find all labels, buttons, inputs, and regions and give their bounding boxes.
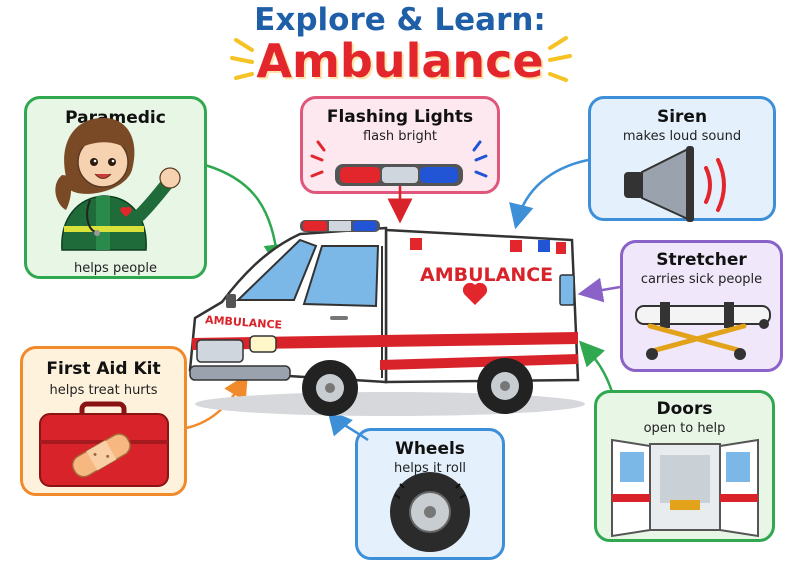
arrow-siren	[509, 158, 589, 230]
sparkle-left-icon	[230, 38, 254, 80]
open-doors-illustration	[611, 438, 759, 538]
arrow-paramedic	[204, 163, 289, 270]
card-wheels-caption: helps it roll	[393, 461, 467, 476]
card-first-aid-title: First Aid Kit	[46, 359, 161, 379]
sparkle-right-icon	[548, 36, 572, 82]
tire-illustration	[390, 472, 470, 552]
card-paramedic-caption: helps people	[73, 261, 158, 276]
arrow-stretcher	[577, 277, 621, 303]
card-lights-title: Flashing Lights	[326, 107, 474, 127]
card-doors-title: Doors	[656, 399, 713, 419]
card-siren-title: Siren	[656, 107, 708, 127]
arrow-doors	[578, 340, 614, 393]
card-stretcher-caption: carries sick people	[640, 272, 763, 287]
paramedic-illustration	[55, 117, 181, 251]
ambulance-illustration	[188, 220, 585, 416]
first-aid-kit-illustration	[39, 401, 169, 487]
card-wheels-title: Wheels	[395, 439, 465, 459]
card-siren-caption: makes loud sound	[622, 129, 742, 144]
arrow-wheels	[327, 409, 369, 442]
card-first-aid-caption: helps treat hurts	[49, 383, 158, 398]
card-stretcher-title: Stretcher	[656, 250, 747, 270]
megaphone-icon	[624, 146, 726, 222]
card-doors-caption: open to help	[643, 421, 726, 436]
card-lights-caption: flash bright	[362, 129, 438, 144]
lightbar-illustration	[310, 140, 488, 186]
ambulance-side-label: AMBULANCE	[420, 264, 554, 286]
title-line-2: Ambulance	[256, 34, 544, 88]
title-line-1: Explore & Learn:	[254, 2, 546, 38]
stretcher-illustration	[635, 302, 771, 360]
